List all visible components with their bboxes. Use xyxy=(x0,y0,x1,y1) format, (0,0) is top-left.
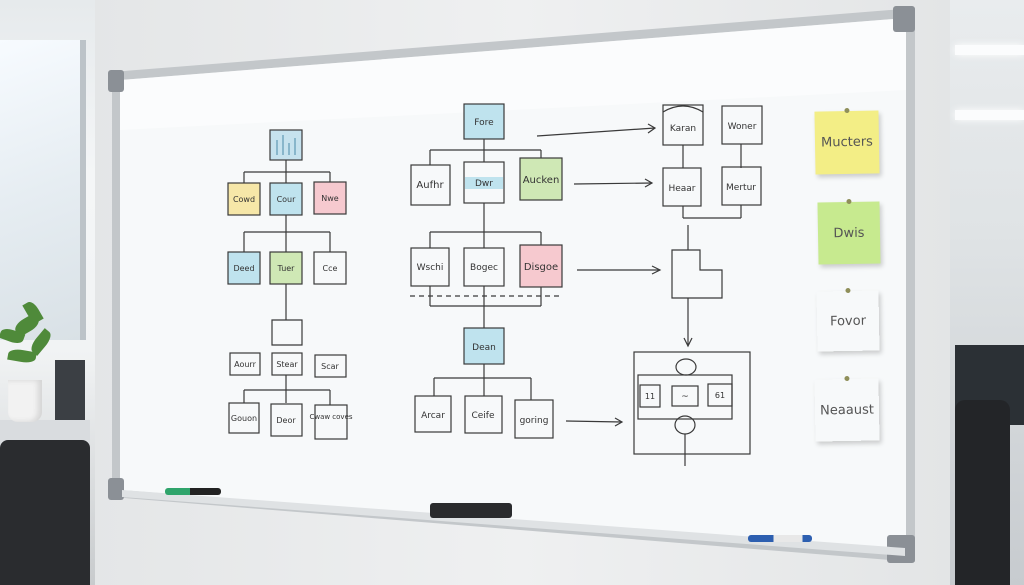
box-dean xyxy=(463,327,505,365)
office-chair xyxy=(955,400,1010,585)
box-cce xyxy=(313,251,347,285)
box-deed xyxy=(227,251,261,285)
ceiling-light xyxy=(955,45,1024,55)
label-gouon: Gouon xyxy=(231,414,257,423)
label-fore: Fore xyxy=(474,118,494,128)
label-heaar: Heaar xyxy=(668,184,695,194)
label-mertur: Mertur xyxy=(726,183,756,193)
sticky-note-2[interactable]: Dwis xyxy=(817,198,881,265)
label-deed: Deed xyxy=(233,264,254,273)
box-goring xyxy=(514,399,554,439)
pin-icon xyxy=(845,287,851,294)
box-aourr xyxy=(229,352,261,376)
arrow xyxy=(573,182,653,185)
frame-corner xyxy=(108,70,124,92)
label-cce: Cce xyxy=(323,264,338,273)
box-aufhr xyxy=(410,164,451,206)
label-ceife: Ceife xyxy=(471,411,494,421)
label-cowd: Cowd xyxy=(233,195,255,204)
box-woner xyxy=(721,105,763,145)
label-scar: Scar xyxy=(321,362,339,371)
panel-label-center: ~ xyxy=(681,392,689,402)
pin-icon xyxy=(844,107,850,114)
panel-center-slot xyxy=(671,385,699,407)
frame-corner xyxy=(893,6,915,32)
bar-chart-icon xyxy=(276,135,296,155)
sticky-note-3[interactable]: Fovor xyxy=(816,287,879,351)
sticky-note-text: Mucters xyxy=(820,134,874,151)
arrow xyxy=(565,420,623,423)
label-cwaw: Cwaw coves xyxy=(309,413,352,421)
blue-marker[interactable] xyxy=(748,535,812,542)
arrow xyxy=(536,127,656,137)
label-goring: goring xyxy=(520,416,549,426)
box-scar xyxy=(314,354,347,378)
frame-corner xyxy=(108,478,124,500)
whiteboard-eraser[interactable] xyxy=(430,503,512,518)
label-arcar: Arcar xyxy=(421,411,445,421)
sticky-note-text: Dwis xyxy=(833,225,865,241)
box-cour xyxy=(269,182,303,216)
box-deor xyxy=(270,403,303,437)
sticky-note-1[interactable]: Mucters xyxy=(814,107,880,175)
label-dean: Dean xyxy=(472,343,496,353)
box-nwe xyxy=(313,181,347,215)
green-marker[interactable] xyxy=(165,488,221,495)
box-heaar xyxy=(662,167,702,207)
label-aucken: Aucken xyxy=(523,175,560,186)
control-panel xyxy=(633,351,751,455)
office-window xyxy=(0,40,86,340)
label-dwr: Dwr xyxy=(475,179,493,189)
background-monitor xyxy=(55,360,85,420)
pin-icon xyxy=(846,198,852,205)
box-ceife xyxy=(464,395,503,434)
label-stear: Stear xyxy=(276,360,298,369)
chart-icon-box xyxy=(269,129,303,161)
foreground-chair xyxy=(0,440,90,585)
box-tuer xyxy=(269,251,303,285)
label-karan: Karan xyxy=(670,124,696,134)
box-cowd xyxy=(227,182,261,216)
panel-left-slot xyxy=(639,384,661,408)
label-aourr: Aourr xyxy=(234,360,256,369)
box-aucken xyxy=(519,157,563,201)
box-disgoe xyxy=(519,244,563,288)
label-cour: Cour xyxy=(277,195,297,204)
label-nwe: Nwe xyxy=(321,194,339,203)
label-tuer: Tuer xyxy=(277,264,296,273)
panel-label-left: 11 xyxy=(645,392,655,401)
label-wschi: Wschi xyxy=(417,263,444,273)
label-disgoe: Disgoe xyxy=(524,262,558,273)
label-aufhr: Aufhr xyxy=(416,180,444,191)
sticky-note-text: Neaaust xyxy=(819,402,875,418)
label-deor: Deor xyxy=(276,416,296,425)
box-arcar xyxy=(414,395,452,433)
panel-label-right: 61 xyxy=(715,391,725,400)
pin-icon xyxy=(844,375,850,382)
ceiling-light xyxy=(955,110,1024,120)
box-gouon xyxy=(228,402,260,434)
box-stear xyxy=(271,352,303,376)
panel-right-slot xyxy=(707,383,733,407)
marker-tray xyxy=(122,490,905,556)
sticky-note-4[interactable]: Neaaust xyxy=(814,375,879,441)
label-bogec: Bogec xyxy=(470,263,498,273)
plant-pot xyxy=(8,380,42,422)
label-woner: Woner xyxy=(728,122,757,132)
sticky-note-text: Fovor xyxy=(829,313,867,329)
box-cwaw xyxy=(314,404,348,440)
